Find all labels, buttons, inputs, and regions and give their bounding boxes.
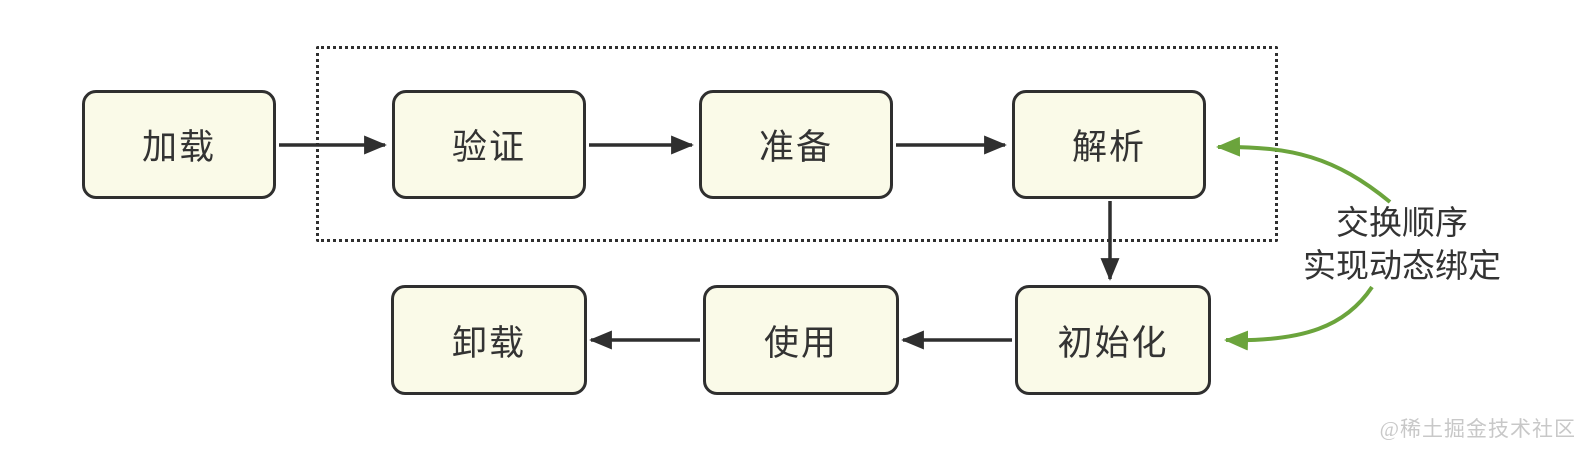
node-resolve: 解析 — [1012, 90, 1206, 199]
node-resolve-label: 解析 — [1071, 128, 1146, 167]
node-use-label: 使用 — [763, 323, 838, 363]
node-load: 加载 — [82, 90, 276, 199]
node-prepare-label: 准备 — [758, 128, 833, 167]
annotation-line-2: 实现动态绑定 — [1303, 247, 1501, 284]
node-prepare: 准备 — [699, 90, 893, 199]
node-load-label: 加载 — [141, 128, 216, 167]
node-unload-label: 卸载 — [451, 323, 526, 363]
node-verify-label: 验证 — [451, 128, 526, 167]
annotation-arrow-to-initialize — [1224, 285, 1374, 351]
node-use: 使用 — [703, 285, 899, 395]
annotation-arrow-to-resolve — [1216, 136, 1392, 204]
watermark: @稀土掘金技术社区 — [1379, 417, 1576, 441]
node-initialize-label: 初始化 — [1057, 323, 1169, 363]
annotation-text: 交换顺序 实现动态绑定 — [1292, 201, 1512, 287]
node-unload: 卸载 — [391, 285, 587, 395]
annotation-line-1: 交换顺序 — [1336, 204, 1468, 241]
node-initialize: 初始化 — [1015, 285, 1211, 395]
node-verify: 验证 — [392, 90, 586, 199]
